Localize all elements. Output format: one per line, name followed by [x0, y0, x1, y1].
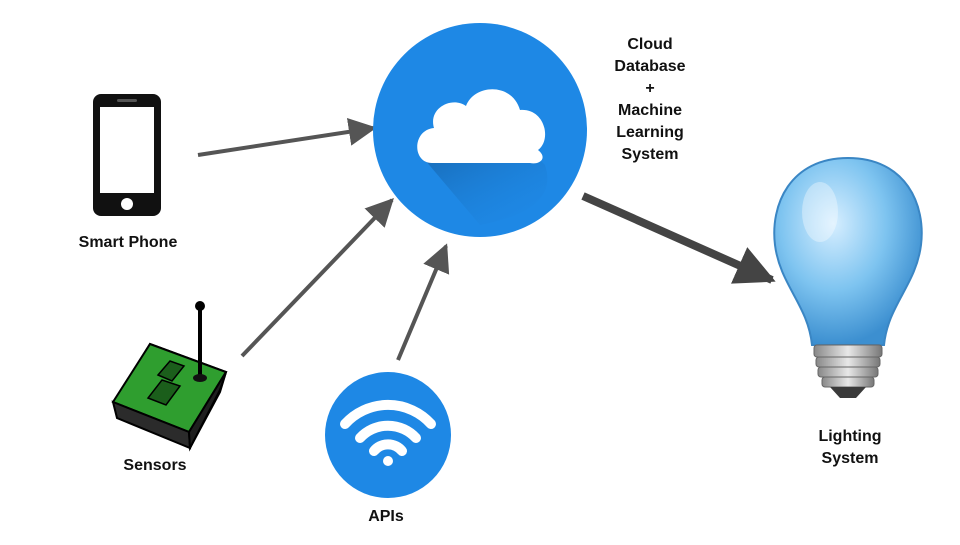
apis-label: APIs — [336, 506, 436, 528]
lighting-label-line: Lighting — [818, 428, 882, 445]
light-bulb-icon — [773, 156, 923, 398]
cloud-label-line: System — [621, 146, 679, 163]
smartphone-icon — [93, 94, 161, 216]
smartphone-label: Smart Phone — [58, 232, 198, 254]
cloud-label-line: Machine — [617, 102, 682, 119]
cloud-label-line: Learning — [616, 124, 684, 141]
smartphone-label-text: Smart Phone — [78, 234, 178, 251]
apis-label-text: APIs — [368, 508, 404, 525]
cloud-label-line: + — [645, 80, 655, 97]
wifi-icon — [325, 372, 451, 498]
cloud-label-line: Cloud — [627, 36, 673, 53]
edge-apis-to-cloud — [396, 243, 450, 361]
cloud-label-line: Database — [614, 58, 686, 75]
lighting-label-line: System — [821, 450, 879, 467]
sensors-label-text: Sensors — [123, 457, 187, 474]
lighting-label: Lighting System — [790, 426, 910, 470]
edge-smartphone-to-cloud — [197, 117, 377, 157]
edge-sensors-to-cloud — [240, 197, 394, 358]
sensors-label: Sensors — [95, 455, 215, 477]
sensor-board-icon — [111, 301, 228, 452]
cloud-label: Cloud Database + Machine Learning System — [590, 34, 710, 166]
edge-cloud-to-lighting — [581, 192, 776, 284]
cloud-icon — [373, 23, 587, 237]
